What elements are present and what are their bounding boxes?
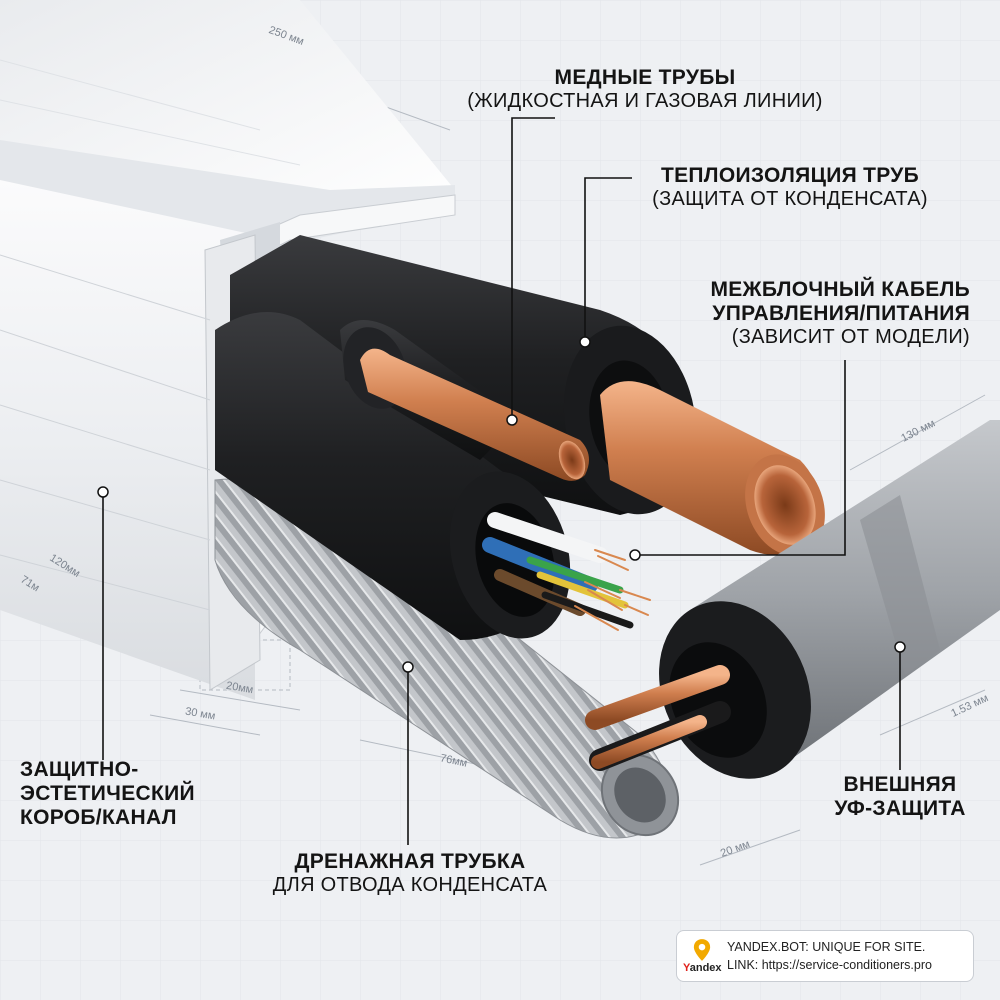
label-copper-pipes-sub: (ЖИДКОСТНАЯ И ГАЗОВАЯ ЛИНИИ) — [467, 90, 823, 113]
yandex-logo: Yandex — [683, 962, 722, 974]
label-copper-pipes: МЕДНЫЕ ТРУБЫ (ЖИДКОСТНАЯ И ГАЗОВАЯ ЛИНИИ… — [440, 66, 850, 113]
map-pin-icon — [693, 939, 711, 961]
label-uv-protection-line-1: ВНЕШНЯЯ — [843, 773, 957, 796]
label-protective-duct: ЗАЩИТНО- ЭСТЕТИЧЕСКИЙ КОРОБ/КАНАЛ — [20, 758, 260, 830]
badge-line-2: LINK: https://service-conditioners.pro — [727, 958, 932, 972]
drain-pipe — [214, 478, 680, 839]
label-drain-pipe-title: ДРЕНАЖНАЯ ТРУБКА — [294, 850, 526, 873]
label-control-cable-title-1: МЕЖБЛОЧНЫЙ КАБЕЛЬ — [710, 278, 970, 301]
label-protective-duct-line-3: КОРОБ/КАНАЛ — [20, 806, 177, 830]
control-cable — [482, 512, 651, 631]
watermark-badge: Yandex YANDEX.BOT: UNIQUE FOR SITE. LINK… — [676, 930, 974, 982]
uv-protected-bundle — [585, 420, 1000, 779]
label-control-cable: МЕЖБЛОЧНЫЙ КАБЕЛЬ УПРАВЛЕНИЯ/ПИТАНИЯ (ЗА… — [640, 278, 970, 349]
label-pipe-insulation-title: ТЕПЛОИЗОЛЯЦИЯ ТРУБ — [660, 164, 920, 187]
label-drain-pipe: ДРЕНАЖНАЯ ТРУБКА ДЛЯ ОТВОДА КОНДЕНСАТА — [250, 850, 570, 897]
badge-line-1: YANDEX.BOT: UNIQUE FOR SITE. — [727, 940, 926, 954]
label-pipe-insulation: ТЕПЛОИЗОЛЯЦИЯ ТРУБ (ЗАЩИТА ОТ КОНДЕНСАТА… — [620, 164, 960, 211]
label-control-cable-title-2: УПРАВЛЕНИЯ/ПИТАНИЯ — [712, 302, 970, 326]
copper-pipe-small — [360, 348, 589, 481]
callout-dots — [97, 336, 906, 673]
label-uv-protection-line-2: УФ-ЗАЩИТА — [834, 797, 966, 821]
label-protective-duct-line-1: ЗАЩИТНО- — [20, 758, 139, 781]
label-protective-duct-line-2: ЭСТЕТИЧЕСКИЙ — [20, 782, 195, 806]
label-control-cable-sub: (ЗАВИСИТ ОТ МОДЕЛИ) — [731, 326, 970, 349]
label-drain-pipe-sub: ДЛЯ ОТВОДА КОНДЕНСАТА — [272, 874, 548, 897]
label-copper-pipes-title: МЕДНЫЕ ТРУБЫ — [554, 66, 736, 89]
label-pipe-insulation-sub: (ЗАЩИТА ОТ КОНДЕНСАТА) — [652, 188, 928, 211]
label-uv-protection: ВНЕШНЯЯ УФ-ЗАЩИТА — [820, 773, 980, 821]
callout-lines — [102, 117, 901, 845]
copper-pipe-large — [600, 381, 825, 556]
